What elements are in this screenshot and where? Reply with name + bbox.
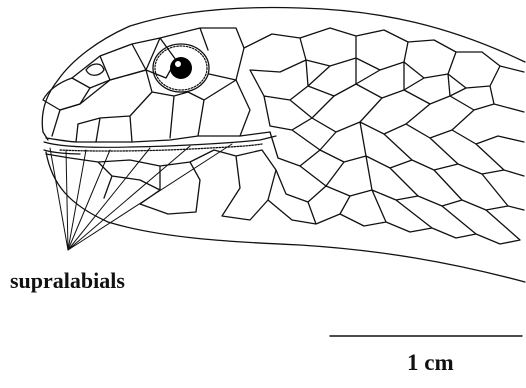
infralabial-scales <box>46 150 276 220</box>
loreal-scales <box>60 48 250 142</box>
supralabial-row <box>46 110 270 142</box>
eye <box>170 57 192 79</box>
dorsal-scales <box>244 28 524 244</box>
label-leader-lines <box>50 144 232 250</box>
supralabials-label: supralabials <box>10 268 125 294</box>
head-outline <box>42 8 525 282</box>
scale-bar-label: 1 cm <box>407 350 454 376</box>
rostral-scale <box>43 78 90 110</box>
